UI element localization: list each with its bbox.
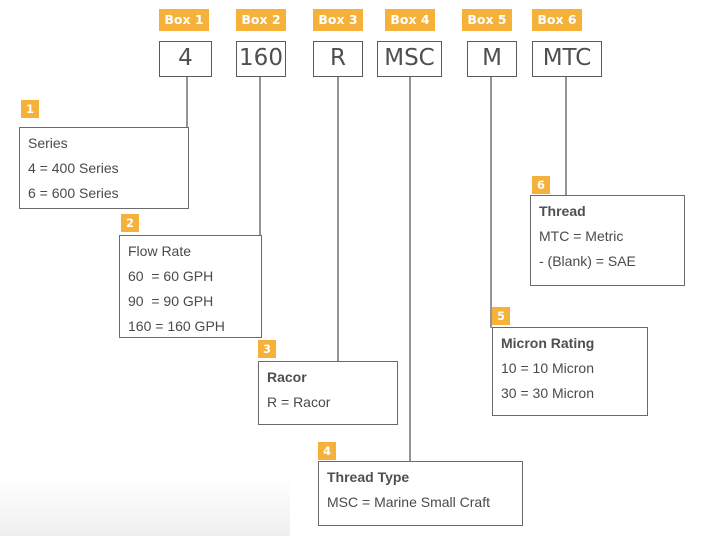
definition-1-series: Series 4 = 400 Series 6 = 600 Series (19, 127, 189, 209)
definition-2-flow-rate: Flow Rate 60 = 60 GPH 90 = 90 GPH 160 = … (119, 235, 262, 338)
box3-tag: Box 3 (313, 9, 363, 31)
definition-5-number: 5 (492, 307, 510, 325)
box1-code: 4 (159, 41, 212, 77)
definition-2-line-2: 90 = 90 GPH (128, 293, 214, 309)
definition-6-thread: Thread MTC = Metric - (Blank) = SAE (530, 195, 685, 286)
box4-tag: Box 4 (385, 9, 435, 31)
box4-code: MSC (377, 41, 442, 77)
definition-6-line-1: MTC = Metric (539, 228, 624, 244)
definition-3-number: 3 (258, 340, 276, 358)
box2-code: 160 (236, 41, 286, 77)
definition-1-number: 1 (21, 100, 39, 118)
bottom-left-fade (0, 476, 290, 536)
definition-4-title: Thread Type (327, 469, 410, 485)
definition-3-line-1: R = Racor (267, 394, 331, 410)
box6-tag: Box 6 (532, 9, 582, 31)
definition-4-line-1: MSC = Marine Small Craft (327, 494, 490, 510)
box5-code: M (467, 41, 517, 77)
definition-3-title: Racor (267, 369, 307, 385)
definition-6-line-2: - (Blank) = SAE (539, 253, 636, 269)
box6-code: MTC (532, 41, 602, 77)
definition-1-line-1: 4 = 400 Series (28, 160, 119, 176)
definition-6-number: 6 (532, 176, 550, 194)
definition-1-line-2: 6 = 600 Series (28, 185, 119, 201)
definition-1-title: Series (28, 135, 68, 151)
box1-tag: Box 1 (159, 9, 209, 31)
definition-4-thread-type: Thread Type MSC = Marine Small Craft (318, 461, 523, 526)
box2-tag: Box 2 (236, 9, 286, 31)
definition-5-micron-rating: Micron Rating 10 = 10 Micron 30 = 30 Mic… (492, 327, 648, 416)
box3-code: R (313, 41, 363, 77)
definition-5-line-1: 10 = 10 Micron (501, 360, 594, 376)
definition-3-racor: Racor R = Racor (258, 361, 398, 425)
definition-2-number: 2 (121, 214, 139, 232)
definition-2-line-1: 60 = 60 GPH (128, 268, 214, 284)
definition-6-title: Thread (539, 203, 586, 219)
definition-5-line-2: 30 = 30 Micron (501, 385, 594, 401)
definition-2-title: Flow Rate (128, 243, 192, 259)
box5-tag: Box 5 (462, 9, 512, 31)
definition-5-title: Micron Rating (501, 335, 595, 351)
definition-2-line-3: 160 = 160 GPH (128, 318, 225, 334)
definition-4-number: 4 (318, 442, 336, 460)
